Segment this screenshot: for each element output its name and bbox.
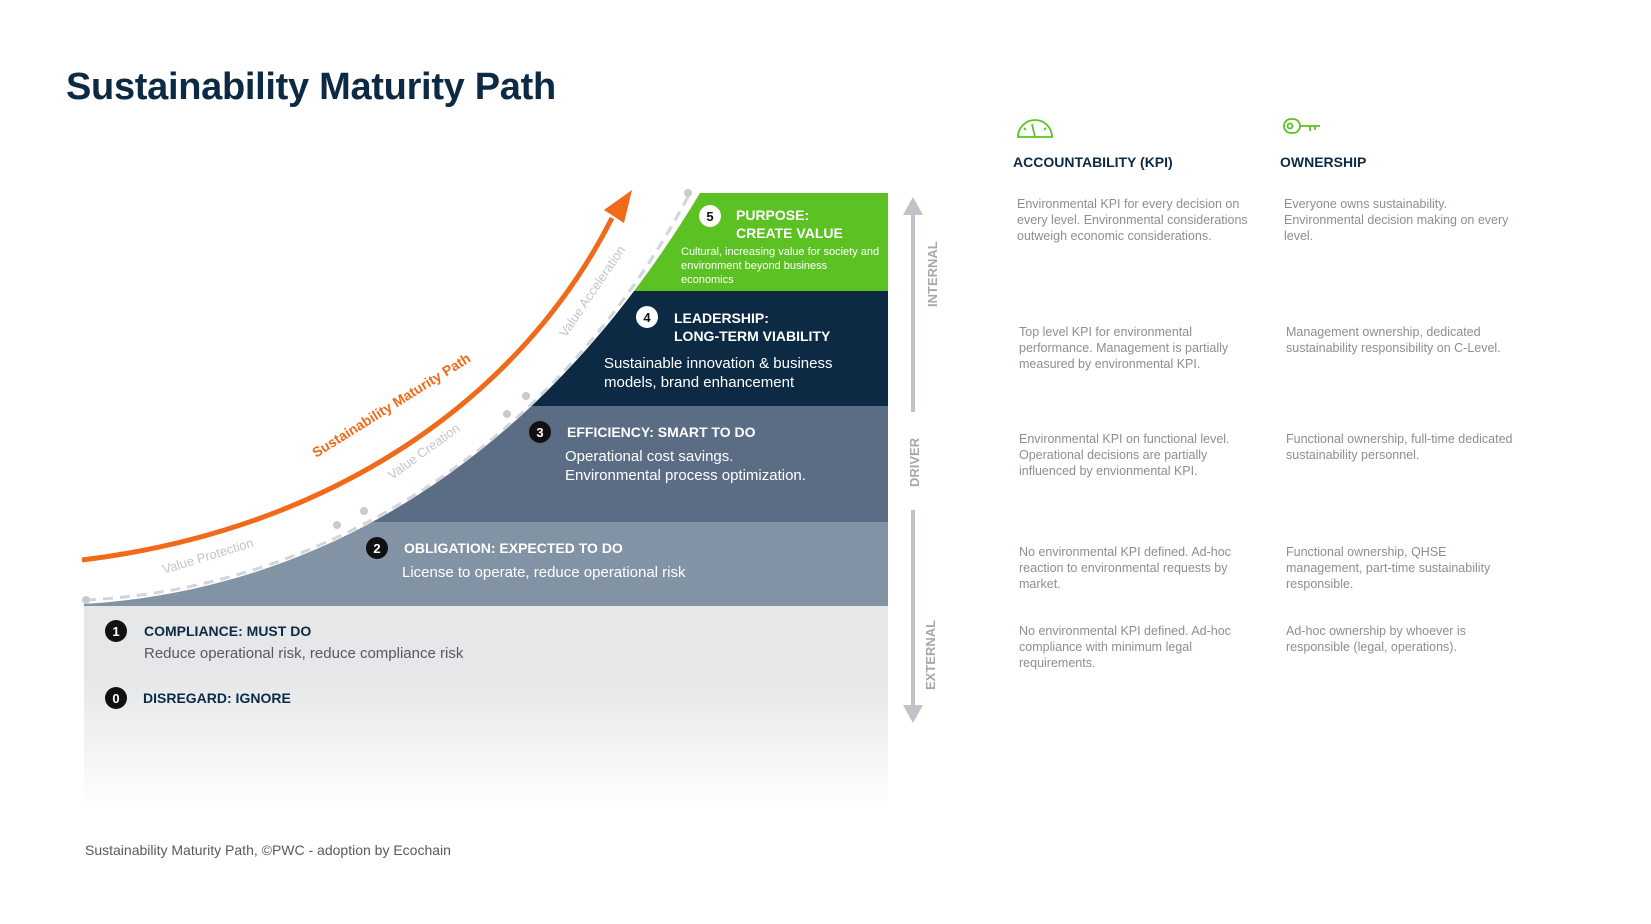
accountability-row-3: Environmental KPI on functional level. O… [1019, 432, 1230, 478]
level-2-title: OBLIGATION: EXPECTED TO DO [404, 540, 623, 556]
level-1-band [84, 606, 888, 678]
ownership-row-2: Functional ownership, QHSE management, p… [1286, 545, 1491, 591]
level-1-badge: 1 [105, 620, 127, 642]
level-2-badge: 2 [366, 537, 388, 559]
key-icon [1283, 118, 1320, 134]
level-5-header: 5 [699, 205, 721, 227]
accountability-row-5: Environmental KPI for every decision on … [1017, 197, 1248, 243]
axis-internal-label: INTERNAL [925, 241, 940, 307]
accountability-header: ACCOUNTABILITY (KPI) [1013, 154, 1173, 170]
level-4-badge: 4 [636, 306, 658, 328]
axis-arrow-up [903, 197, 923, 215]
value-curve-dot [360, 507, 368, 515]
axis-external-label: EXTERNAL [923, 620, 938, 690]
axis-arrow-down [903, 705, 923, 723]
axis-driver-label: DRIVER [907, 437, 922, 487]
level-2-desc: License to operate, reduce operational r… [402, 564, 686, 581]
value-curve-dot [522, 392, 530, 400]
ownership-row-4: Management ownership, dedicated sustaina… [1286, 325, 1501, 355]
value-curve-dot [82, 596, 90, 604]
level-4-desc: Sustainable innovation & business models… [604, 355, 833, 391]
level-4-header: 4 [636, 306, 658, 328]
ownership-row-1: Ad-hoc ownership by whoever is responsib… [1286, 624, 1466, 654]
page-title: Sustainability Maturity Path [66, 66, 556, 108]
level-5-desc: Cultural, increasing value for society a… [681, 246, 880, 286]
level-0-band [84, 678, 888, 810]
level-5-badge: 5 [699, 205, 721, 227]
level-1-desc: Reduce operational risk, reduce complian… [144, 645, 464, 662]
level-3-desc: Operational cost savings. Environmental … [565, 448, 806, 484]
maturity-path-arrowhead [604, 190, 632, 223]
level-3-header: 3 [529, 421, 551, 443]
accountability-row-1: No environmental KPI defined. Ad-hoc com… [1019, 624, 1231, 670]
ownership-header: OWNERSHIP [1280, 154, 1367, 170]
level-2-header: 2 [366, 537, 388, 559]
maturity-path-label: Sustainability Maturity Path [309, 350, 473, 461]
value-curve-dashed [85, 192, 692, 602]
maturity-path-arrow [81, 216, 615, 563]
footer-credit: Sustainability Maturity Path, ©PWC - ado… [85, 842, 451, 858]
level-1-title: COMPLIANCE: MUST DO [144, 623, 312, 639]
value-curve-dot [333, 521, 341, 529]
ownership-row-5: Everyone owns sustainability. Environmen… [1284, 197, 1509, 243]
level-0-badge: 0 [105, 687, 127, 709]
accountability-row-2: No environmental KPI defined. Ad-hoc rea… [1019, 545, 1231, 591]
level-1-header: 1 [105, 620, 127, 642]
value-curve-dot [684, 189, 692, 197]
level-3-badge: 3 [529, 421, 551, 443]
level-4-title: LEADERSHIP: LONG-TERM VIABILITY [674, 310, 831, 344]
gauge-icon [1017, 119, 1053, 138]
value-curve-dot [503, 410, 511, 418]
level-3-title: EFFICIENCY: SMART TO DO [567, 424, 756, 440]
level-0-title: DISREGARD: IGNORE [143, 690, 291, 706]
level-5-title: PURPOSE: CREATE VALUE [736, 207, 843, 241]
accountability-row-4: Top level KPI for environmental performa… [1019, 325, 1229, 371]
ownership-row-3: Functional ownership, full-time dedicate… [1286, 432, 1513, 462]
level-0-header: 0 [105, 687, 127, 709]
